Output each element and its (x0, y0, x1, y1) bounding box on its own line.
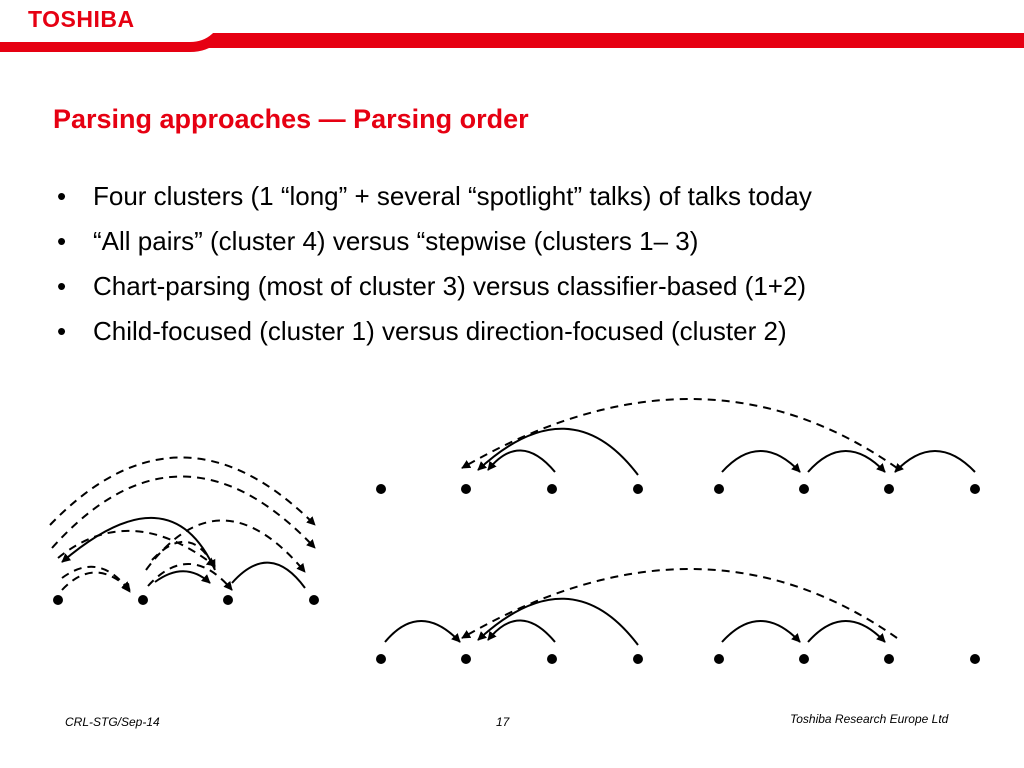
solid-arc (477, 597, 639, 646)
solid-arc (487, 619, 556, 643)
node-dot (547, 654, 557, 664)
bullet-item: • “All pairs” (cluster 4) versus “stepwi… (55, 223, 812, 268)
bullet-item: • Chart-parsing (most of cluster 3) vers… (55, 268, 812, 313)
stepwise-diagram-bottom (376, 568, 980, 664)
node-dot (547, 484, 557, 494)
dashed-arc (49, 456, 316, 526)
dashed-arc (151, 541, 216, 569)
stepwise-diagram-top (376, 398, 980, 494)
node-dot (376, 484, 386, 494)
bullet-text: Four clusters (1 “long” + several “spotl… (93, 181, 812, 211)
node-dot (714, 654, 724, 664)
solid-arc (721, 620, 801, 643)
solid-arc (231, 561, 306, 589)
node-dot (461, 654, 471, 664)
node-dot (309, 595, 319, 605)
footer-date: CRL-STG/Sep-14 (65, 715, 160, 729)
node-dot (884, 484, 894, 494)
node-dot (633, 484, 643, 494)
bullet-item: • Four clusters (1 “long” + several “spo… (55, 178, 812, 223)
solid-arc (61, 516, 216, 571)
dashed-arc (61, 565, 131, 593)
slide-title: Parsing approaches — Parsing order (53, 104, 529, 134)
node-dot (799, 654, 809, 664)
bullet-dot: • (57, 181, 67, 211)
dashed-arc (461, 398, 898, 469)
dashed-arc (57, 530, 216, 567)
header-red-band (0, 33, 1024, 52)
solid-arc (894, 450, 976, 473)
node-dot (970, 654, 980, 664)
dashed-arc (145, 519, 306, 573)
node-dot (714, 484, 724, 494)
solid-arc (477, 427, 639, 476)
bullet-item: • Child-focused (cluster 1) versus direc… (55, 313, 812, 358)
page-number: 17 (496, 715, 510, 729)
toshiba-logo: TOSHIBA (28, 6, 135, 32)
all-pairs-diagram (49, 456, 319, 605)
dashed-arc (461, 568, 898, 639)
node-dot (376, 654, 386, 664)
dashed-arc (61, 571, 131, 591)
node-dot (799, 484, 809, 494)
bullet-text: “All pairs” (cluster 4) versus “stepwise… (93, 226, 699, 256)
solid-arc (487, 449, 556, 473)
bullet-dot: • (57, 271, 67, 301)
bullet-text: Chart-parsing (most of cluster 3) versus… (93, 271, 807, 301)
node-dot (53, 595, 63, 605)
solid-arc (384, 620, 461, 643)
bullet-text: Child-focused (cluster 1) versus directi… (93, 316, 787, 346)
bullet-dot: • (57, 316, 67, 346)
solid-arc (154, 570, 211, 584)
dashed-arc (147, 563, 233, 591)
solid-arc (807, 620, 886, 643)
dashed-arc (51, 475, 316, 549)
solid-arc (807, 450, 886, 473)
node-dot (884, 654, 894, 664)
node-dot (223, 595, 233, 605)
bullet-list: • Four clusters (1 “long” + several “spo… (55, 178, 812, 358)
node-dot (461, 484, 471, 494)
solid-arc (721, 450, 801, 473)
node-dot (138, 595, 148, 605)
footer-company: Toshiba Research Europe Ltd (790, 712, 949, 726)
bullet-dot: • (57, 226, 67, 256)
node-dot (970, 484, 980, 494)
node-dot (633, 654, 643, 664)
